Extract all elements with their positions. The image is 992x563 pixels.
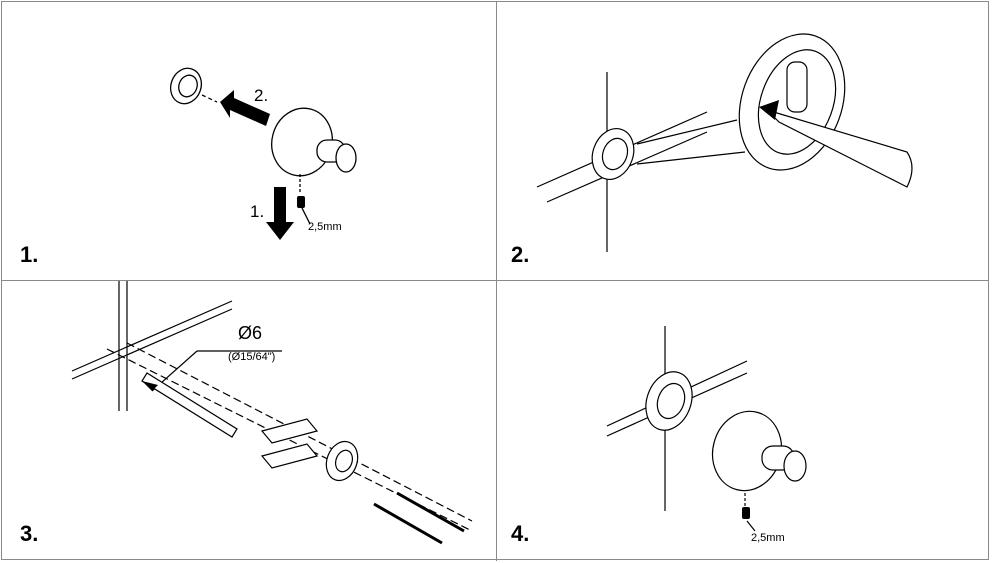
step-2-illustration [536,33,913,252]
step-number: 1. [20,242,39,267]
step-number: 2. [511,242,530,267]
step-number: 3. [20,521,39,546]
step-2-panel: 2. [497,2,988,280]
step-number: 4. [511,521,530,546]
drill-diameter-imperial-label: (Ø15/64") [228,351,276,363]
step-3-illustration [71,281,473,545]
step-1-panel: 2. 1. 2,5mm 1. [2,2,496,280]
step-3-panel: Ø6 (Ø15/64") 3. [2,281,496,559]
arrow-2-label: 2. [254,86,269,105]
drill-diameter-label: Ø6 [238,323,263,343]
divider-horizontal [1,280,989,281]
divider-vertical [496,1,497,561]
hex-key-size-label: 2,5mm [751,532,785,544]
hex-key-size-label: 2,5mm [308,221,342,233]
step-1-illustration [169,67,357,240]
step-4-panel: 2,5mm 4. [497,281,988,559]
arrow-1-label: 1. [250,202,265,221]
step-4-illustration [606,326,807,532]
